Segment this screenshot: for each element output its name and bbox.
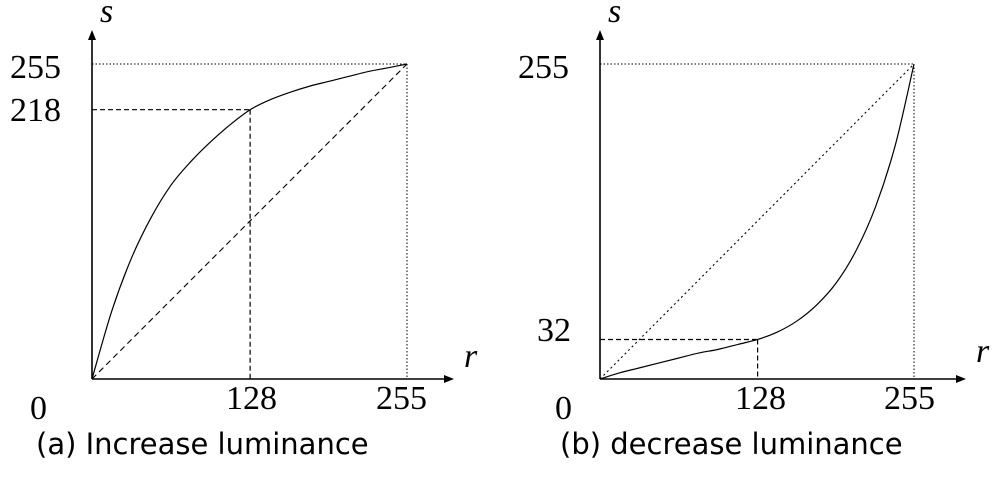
panel-b-xtick-255: 255 (884, 380, 935, 417)
panel-a-xtick-255: 255 (376, 380, 427, 417)
panel-a-xtick-0: 0 (30, 390, 47, 427)
panel-decrease-luminance: s r 255 32 0 128 255 (b) decrease lumina… (518, 0, 990, 461)
panel-a-caption: (a) Increase luminance (36, 427, 369, 461)
panel-increase-luminance: s r 255 218 0 128 255 (a) Increase lumin… (10, 0, 478, 461)
panel-a-x-axis-arrowhead (444, 375, 454, 383)
panel-b-identity-line (599, 63, 915, 380)
panel-a-ytick-255: 255 (10, 49, 61, 86)
panel-a-ytick-218: 218 (10, 92, 61, 129)
panel-a-plot-area (88, 30, 454, 383)
panel-b-caption: (b) decrease luminance (560, 427, 903, 461)
panel-a-y-axis-arrowhead (88, 30, 96, 40)
panel-a-identity-line (91, 63, 408, 380)
panel-a-xtick-128: 128 (226, 380, 277, 417)
panel-b-ytick-255: 255 (518, 49, 569, 86)
panel-a-transform-curve (91, 63, 408, 380)
panel-a-xlabel: r (464, 338, 478, 375)
panel-b-xlabel: r (976, 333, 990, 370)
panel-b-ytick-32: 32 (537, 312, 571, 349)
panel-b-xtick-128: 128 (735, 380, 786, 417)
panel-b-xtick-0: 0 (555, 390, 572, 427)
panel-b-ylabel: s (608, 0, 621, 30)
panel-b-transform-curve (599, 63, 915, 380)
panel-b-x-axis-arrowhead (956, 375, 966, 383)
panel-b-y-axis-arrowhead (596, 30, 604, 40)
panel-a-ylabel: s (100, 0, 113, 30)
panel-b-plot-area (596, 30, 966, 383)
